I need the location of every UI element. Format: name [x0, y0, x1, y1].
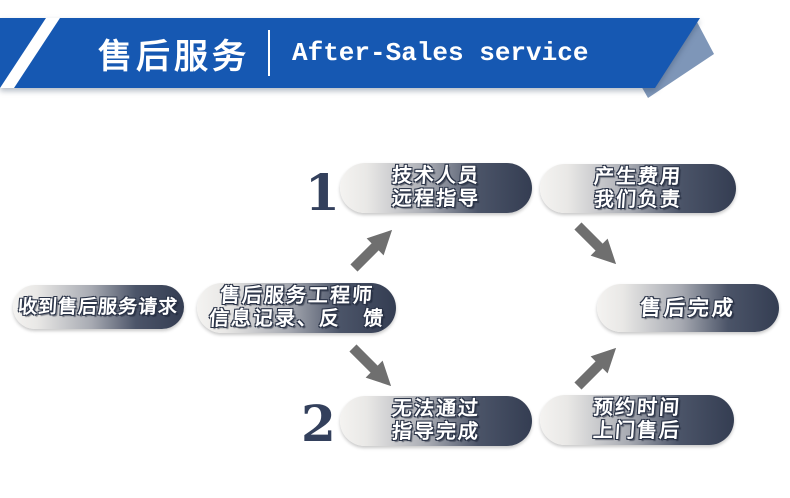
node-label: 信息记录、反 馈 — [207, 308, 386, 330]
banner-ribbon — [0, 18, 700, 88]
node-label: 无法通过 — [391, 398, 481, 420]
title-divider — [268, 30, 270, 76]
node-label: 上门售后 — [592, 420, 682, 442]
arrow-down-right-icon — [344, 339, 401, 396]
arrow-up-right-icon — [345, 221, 402, 278]
node-label: 我们负责 — [593, 188, 683, 211]
node-cost-covered: 产生费用 我们负责 — [540, 164, 736, 213]
node-label: 收到售后服务请求 — [17, 296, 180, 318]
arrow-down-right-icon — [569, 217, 626, 274]
node-label: 产生费用 — [593, 165, 683, 188]
node-label: 指导完成 — [391, 421, 481, 443]
page-title-en: After-Sales service — [292, 38, 589, 68]
node-label: 售后完成 — [639, 296, 737, 320]
node-label: 远程指导 — [391, 188, 481, 210]
node-service-request: 收到售后服务请求 — [13, 285, 184, 329]
node-label: 技术人员 — [391, 165, 481, 187]
node-engineer-record: 售后服务工程师 信息记录、反 馈 — [197, 283, 396, 333]
node-label: 售后服务工程师 — [218, 285, 375, 307]
header-banner: 售后服务 After-Sales service — [0, 18, 730, 98]
page-title-zh: 售后服务 — [98, 37, 250, 76]
node-onsite-appointment: 预约时间 上门售后 — [540, 395, 734, 445]
step-number-1: 1 — [305, 163, 340, 222]
node-label: 预约时间 — [592, 397, 682, 419]
node-cannot-remote: 无法通过 指导完成 — [340, 396, 532, 446]
node-service-complete: 售后完成 — [597, 284, 779, 332]
step-number-2: 2 — [301, 394, 336, 453]
node-remote-guidance: 技术人员 远程指导 — [340, 163, 532, 213]
arrow-up-right-icon — [569, 339, 626, 396]
